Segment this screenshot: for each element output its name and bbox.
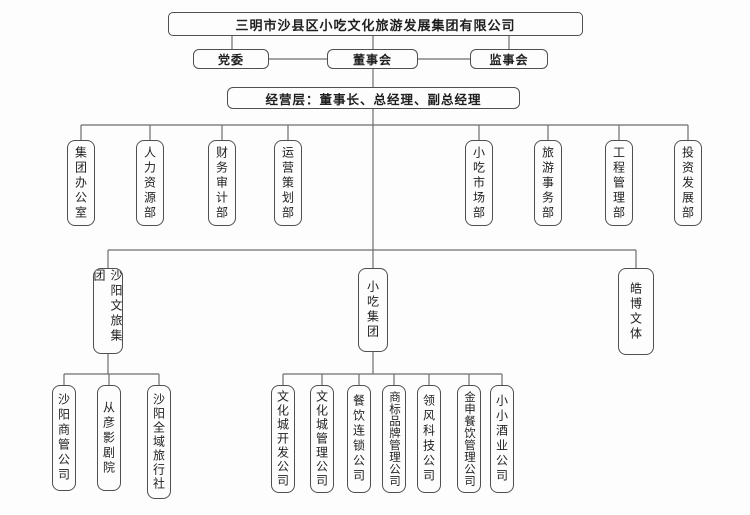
- node-dept-investment-dev: 投资发展部: [674, 140, 702, 226]
- node-lingfeng-technology: 领风科技公司: [417, 385, 441, 493]
- node-catering-chain: 餐饮连锁公司: [347, 385, 371, 493]
- node-supervisory-board: 监事会: [470, 49, 548, 69]
- node-dept-tourism-affairs: 旅游事务部: [534, 140, 562, 226]
- node-dept-snack-market: 小吃市场部: [465, 140, 493, 226]
- node-board-of-directors: 董事会: [327, 49, 418, 69]
- node-culture-city-management: 文化城管理公司: [310, 385, 334, 493]
- node-dept-operations-planning: 运营策划部: [274, 140, 302, 226]
- node-root-company: 三明市沙县区小吃文化旅游发展集团有限公司: [168, 12, 583, 36]
- node-shayang-travel-agency: 沙阳全域旅行社: [147, 385, 171, 499]
- node-party-committee: 党委: [193, 49, 269, 69]
- node-congyan-theater: 从彦影剧院: [97, 385, 121, 491]
- node-dept-engineering-mgmt: 工程管理部: [605, 140, 633, 226]
- node-management-layer: 经营层：董事长、总经理、副总经理: [227, 87, 520, 109]
- node-culture-city-development: 文化城开发公司: [271, 385, 295, 493]
- node-dept-human-resources: 人力资源部: [136, 140, 164, 226]
- node-dept-finance-audit: 财务审计部: [208, 140, 236, 226]
- node-haobo-culture-sports: 皓博文体: [618, 268, 654, 355]
- node-shayang-culture-tourism-group: 沙阳文旅集团: [93, 268, 123, 354]
- node-shayang-commercial-mgmt: 沙阳商管公司: [52, 385, 76, 491]
- node-dept-group-office: 集团办公室: [67, 140, 95, 226]
- node-xiaoxiao-liquor: 小小酒业公司: [490, 385, 514, 493]
- node-snack-group: 小吃集团: [358, 268, 388, 352]
- node-jinshen-catering-mgmt: 金申餐饮管理公司: [457, 385, 481, 493]
- node-trademark-brand-mgmt: 商标品牌管理公司: [382, 385, 406, 493]
